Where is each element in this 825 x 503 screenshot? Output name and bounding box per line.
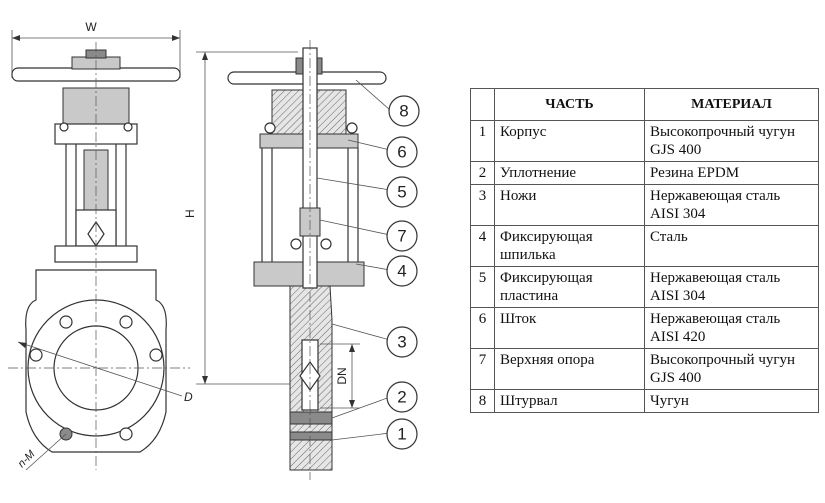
svg-text:4: 4	[397, 262, 406, 281]
callout-8: 8	[388, 95, 420, 127]
svg-text:6: 6	[397, 143, 406, 162]
row-number: 4	[470, 225, 495, 267]
table-row: 2 Уплотнение Резина EPDM	[470, 161, 819, 185]
row-number: 6	[470, 307, 495, 349]
row-material: Высокопрочный чугун GJS 400	[644, 348, 819, 390]
svg-text:1: 1	[397, 425, 406, 444]
svg-text:2: 2	[397, 388, 406, 407]
row-part: Фиксирующая шпилька	[494, 225, 645, 267]
row-number: 2	[470, 161, 495, 185]
table-row: 4 Фиксирующая шпилька Сталь	[470, 225, 819, 267]
header-number	[470, 88, 495, 121]
row-number: 1	[470, 120, 495, 162]
width-label: W	[85, 20, 97, 34]
header-part: ЧАСТЬ	[494, 88, 645, 121]
row-part: Верхняя опора	[494, 348, 645, 390]
parts-materials-table: ЧАСТЬ МАТЕРИАЛ 1 Корпус Высокопрочный чу…	[470, 88, 819, 413]
row-material: Высокопрочный чугун GJS 400	[644, 120, 819, 162]
row-material: Сталь	[644, 225, 819, 267]
row-number: 8	[470, 389, 495, 413]
callout-6: 6	[386, 136, 418, 168]
row-part: Фиксирующая пластина	[494, 266, 645, 308]
callout-7: 7	[386, 220, 418, 252]
nominal-diameter-label: DN	[335, 367, 349, 384]
svg-text:8: 8	[399, 102, 408, 121]
table-row: 5 Фиксирующая пластина Нержавеющая сталь…	[470, 266, 819, 308]
row-number: 3	[470, 184, 495, 226]
table-row: 7 Верхняя опора Высокопрочный чугун GJS …	[470, 348, 819, 390]
row-number: 7	[470, 348, 495, 390]
row-part: Шток	[494, 307, 645, 349]
row-part: Корпус	[494, 120, 645, 162]
row-material: Чугун	[644, 389, 819, 413]
header-material: МАТЕРИАЛ	[644, 88, 819, 121]
row-material: Нержавеющая сталь AISI 420	[644, 307, 819, 349]
callout-2: 2	[386, 381, 418, 413]
row-number: 5	[470, 266, 495, 308]
front-view: W	[8, 20, 193, 471]
row-material: Нержавеющая сталь AISI 304	[644, 184, 819, 226]
row-part: Ножи	[494, 184, 645, 226]
table-row: 3 Ножи Нержавеющая сталь AISI 304	[470, 184, 819, 226]
valve-technical-drawing: W	[8, 20, 420, 480]
svg-text:7: 7	[397, 227, 406, 246]
callout-4: 4	[386, 255, 418, 287]
row-part: Штурвал	[494, 389, 645, 413]
height-label: H	[183, 209, 197, 218]
nominal-diameter-dimension: DN	[320, 343, 360, 409]
row-material: Резина EPDM	[644, 161, 819, 185]
callout-5: 5	[386, 176, 418, 208]
outer-diameter-dimension: D	[17, 341, 193, 404]
table-row: 1 Корпус Высокопрочный чугун GJS 400	[470, 120, 819, 162]
width-dimension: W	[11, 20, 181, 78]
table-header-row: ЧАСТЬ МАТЕРИАЛ	[470, 88, 819, 121]
callout-3: 3	[386, 326, 418, 358]
svg-text:3: 3	[397, 333, 406, 352]
bolt-label: n-M	[16, 448, 38, 470]
svg-text:5: 5	[397, 183, 406, 202]
table-row: 8 Штурвал Чугун	[470, 389, 819, 413]
table-row: 6 Шток Нержавеющая сталь AISI 420	[470, 307, 819, 349]
row-part: Уплотнение	[494, 161, 645, 185]
row-material: Нержавеющая сталь AISI 304	[644, 266, 819, 308]
height-dimension: H	[183, 51, 298, 385]
callout-1: 1	[386, 418, 418, 450]
outer-diameter-label: D	[184, 390, 193, 404]
callout-leaders	[316, 79, 391, 441]
section-view: H DN	[183, 40, 420, 480]
